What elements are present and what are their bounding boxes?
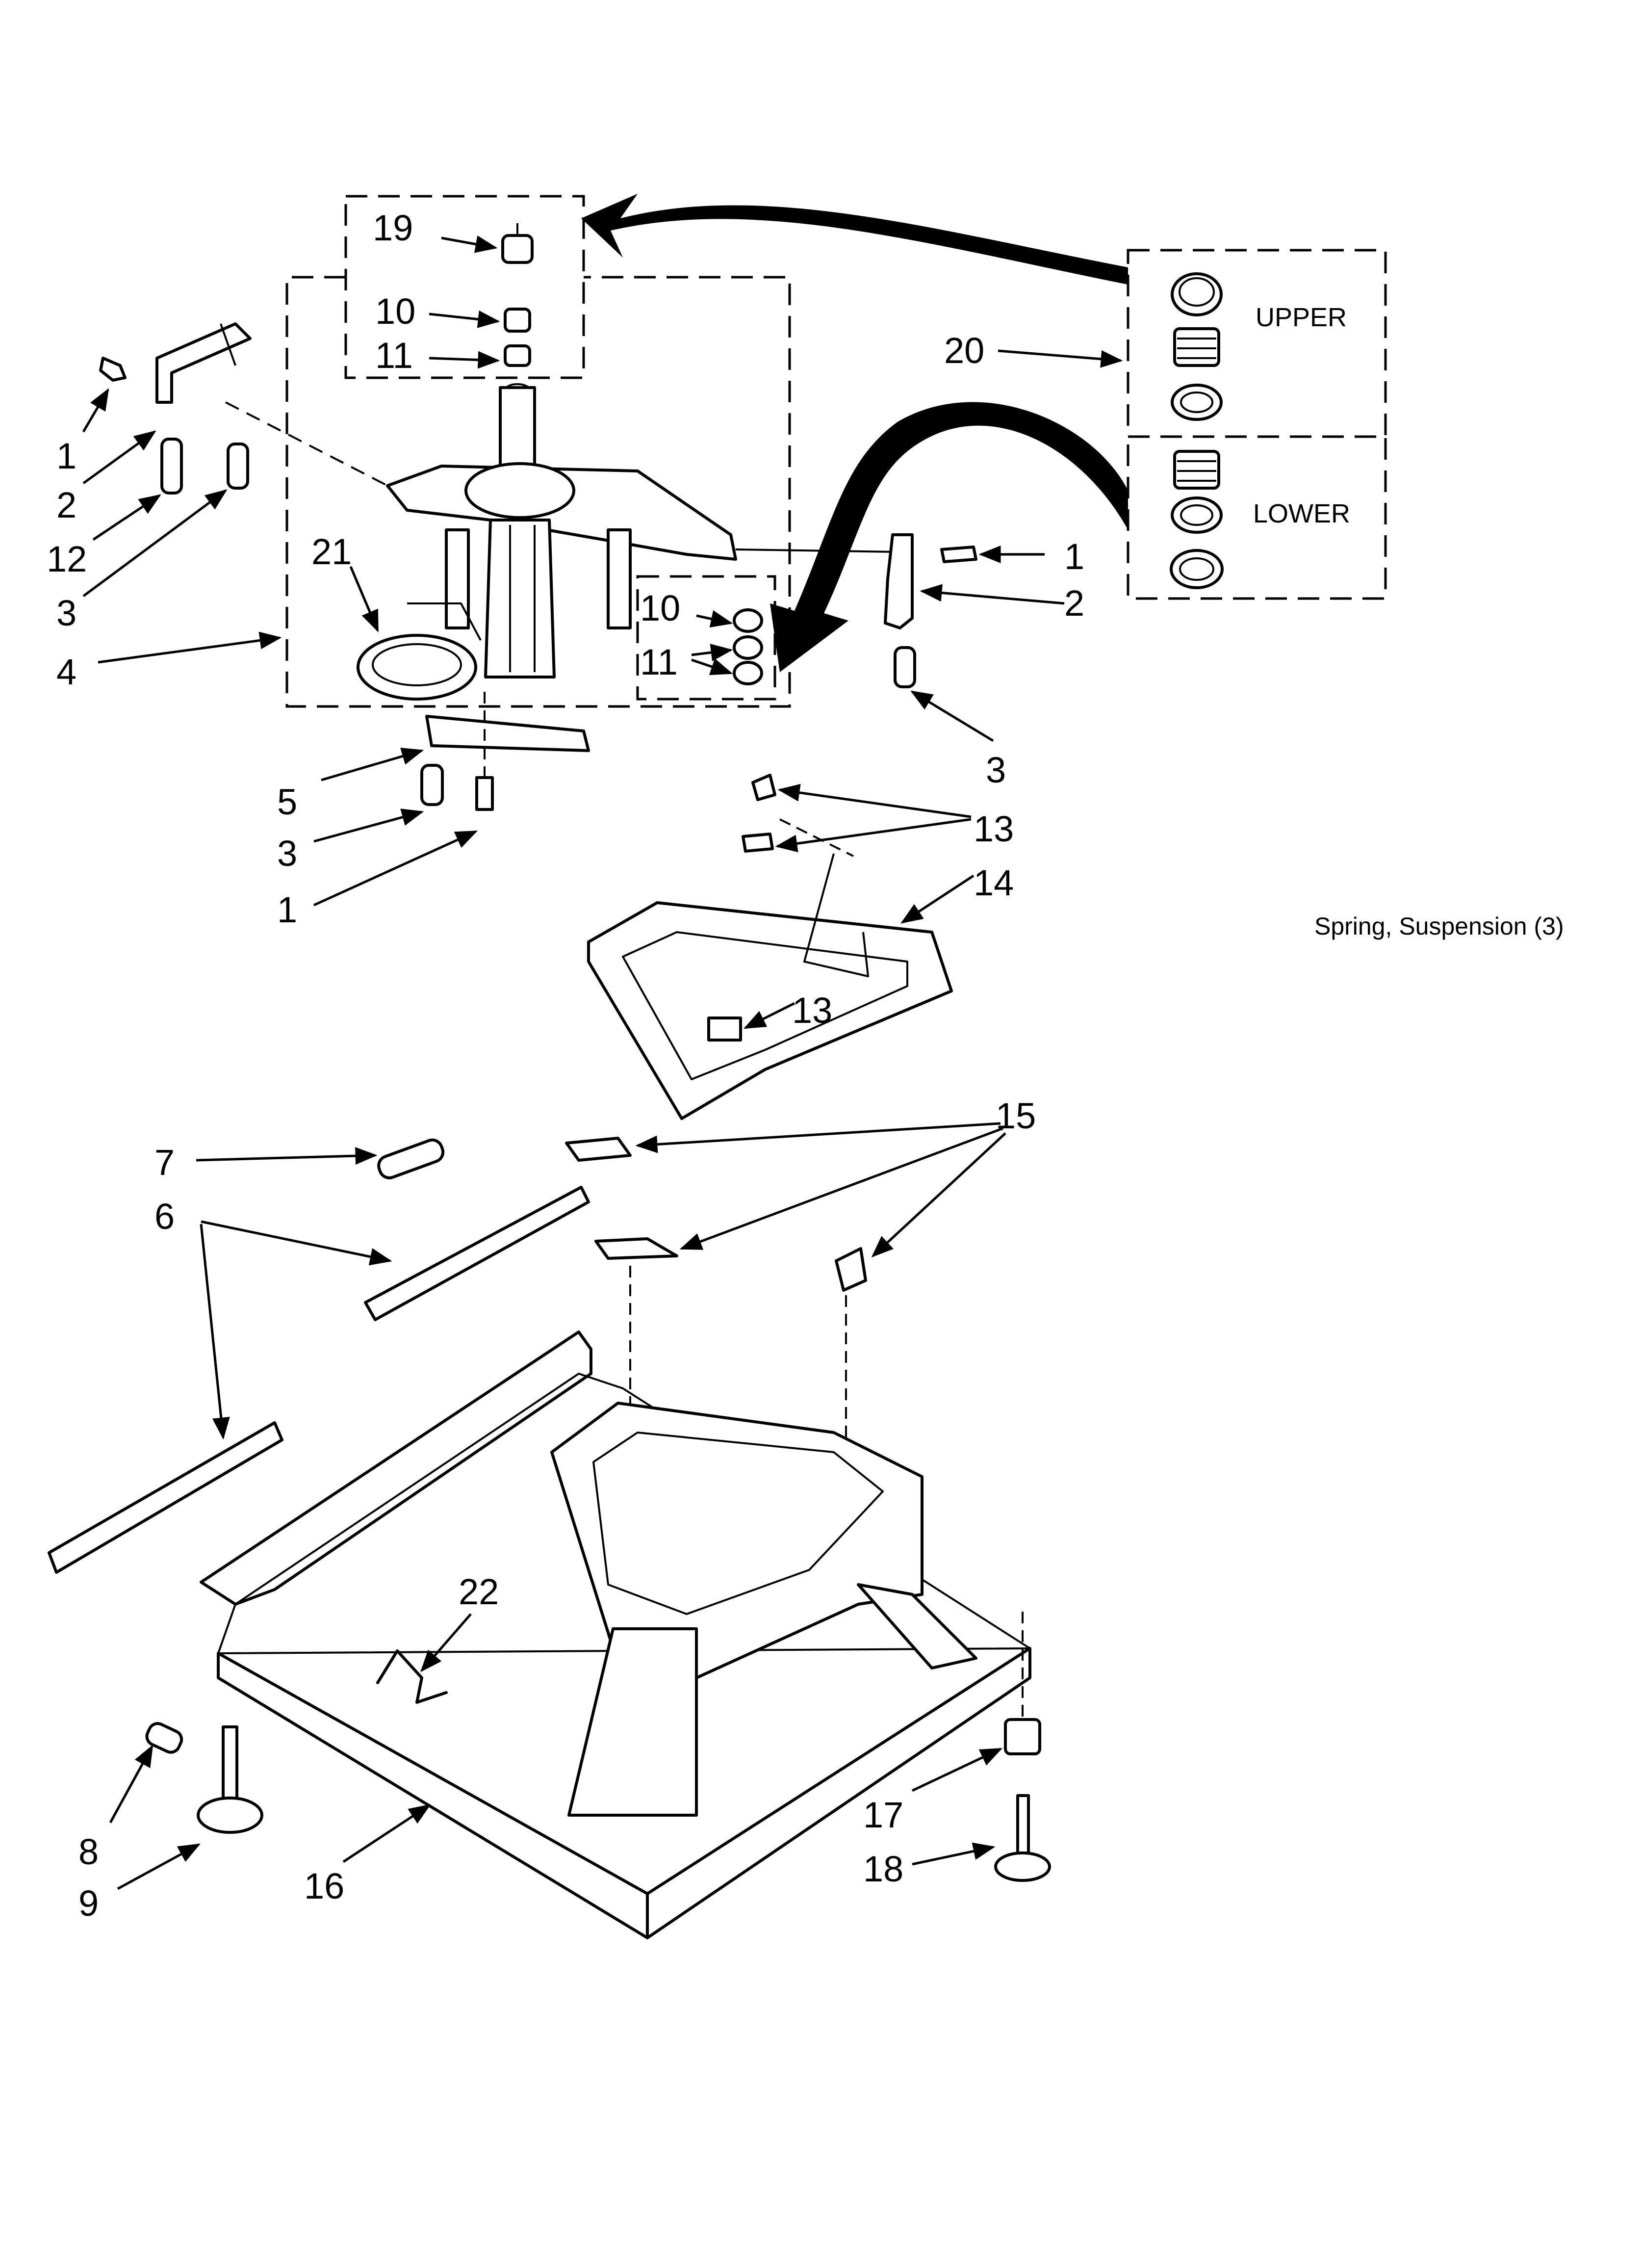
callout-9: 9 — [78, 1883, 99, 1924]
callout-6: 6 — [154, 1196, 175, 1237]
callout-19: 19 — [373, 208, 413, 248]
tub-support-spider — [386, 386, 737, 678]
upper-bearing-box — [344, 195, 585, 379]
lower-label: LOWER — [1253, 499, 1350, 528]
parts-note: Spring, Suspension (3) — [1314, 912, 1564, 940]
callout-14: 14 — [974, 862, 1014, 903]
callout-10-lower: 10 — [640, 588, 680, 628]
callout-5: 5 — [277, 782, 297, 822]
hanger-22 — [376, 1649, 448, 1704]
callout-7: 7 — [154, 1142, 175, 1183]
tub-ring-part-21 — [357, 634, 477, 701]
callout-11-lower: 11 — [640, 642, 678, 682]
leader-lines — [82, 235, 1123, 1890]
callout-1-right: 1 — [1064, 536, 1084, 577]
pad-15-set — [565, 1137, 867, 1560]
bearing-kit-upper-box — [1127, 249, 1387, 438]
right-suspension-bracket — [884, 533, 977, 688]
left-suspension-bracket — [99, 322, 252, 495]
callout-20: 20 — [944, 330, 984, 371]
upper-label: UPPER — [1256, 303, 1347, 332]
callout-16: 16 — [304, 1866, 344, 1906]
lower-bearing-box — [636, 575, 776, 701]
lower-suspension-bracket — [420, 692, 590, 811]
callout-10-upper: 10 — [375, 291, 415, 332]
spring-7 — [377, 1138, 445, 1179]
callout-17: 17 — [863, 1795, 903, 1835]
callout-21: 21 — [311, 531, 352, 572]
callout-4: 4 — [56, 652, 77, 692]
ring-guide — [407, 602, 482, 641]
callout-3-left: 3 — [56, 593, 77, 633]
tub-assembly-box — [285, 276, 791, 708]
rail-6-lower — [48, 1421, 283, 1574]
bearing-kit-upper-parts — [1171, 272, 1223, 421]
bearing-stack-lower — [733, 608, 763, 685]
callout-1-left: 1 — [56, 436, 77, 476]
clip-13-pair — [742, 774, 854, 857]
arrow-kit-to-lower — [770, 402, 1128, 672]
callout-12: 12 — [47, 539, 87, 579]
callout-1-lower: 1 — [277, 889, 297, 930]
rail-6-upper — [364, 1186, 590, 1321]
arrow-kit-to-upper — [581, 194, 1128, 285]
callout-15: 15 — [996, 1095, 1036, 1136]
leveling-leg-right — [994, 1612, 1051, 1882]
callout-13-top: 13 — [974, 808, 1014, 849]
callout-13-frame: 13 — [792, 990, 832, 1031]
callout-22: 22 — [459, 1571, 499, 1612]
cabinet-base-16 — [200, 1330, 1031, 1939]
link-1a-to-spider — [225, 401, 393, 489]
callout-2-left: 2 — [56, 485, 77, 525]
callout-18: 18 — [863, 1849, 903, 1889]
callout-2-right: 2 — [1064, 583, 1084, 624]
callout-8: 8 — [78, 1831, 99, 1872]
callout-11-upper: 11 — [375, 335, 413, 376]
link-spider-to-2b — [735, 548, 898, 553]
callout-3-right: 3 — [986, 750, 1006, 790]
bearing-stack-upper — [501, 223, 534, 397]
callout-3-lower: 3 — [277, 833, 297, 874]
bearing-kit-lower-box — [1127, 435, 1387, 600]
base-frame-14 — [587, 853, 953, 1120]
bearing-kit-lower-parts — [1170, 450, 1224, 589]
leveling-leg-left — [145, 1722, 263, 1834]
